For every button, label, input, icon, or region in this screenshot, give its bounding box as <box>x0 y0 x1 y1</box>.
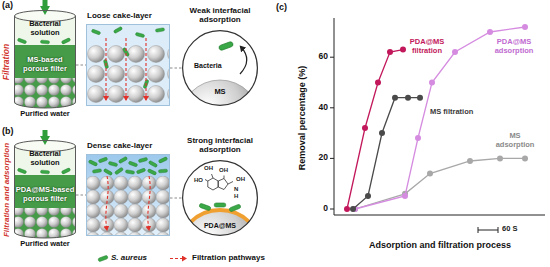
zoom-line <box>170 198 182 199</box>
zoom-line <box>170 68 182 69</box>
tick-label: 60 <box>306 52 328 62</box>
circle-title: Strong interfacial adsorption <box>172 136 268 154</box>
tick-label: 40 <box>306 103 328 113</box>
chem-group: H <box>234 193 238 200</box>
circle-title: Weak interfacial adsorption <box>172 6 268 24</box>
box-title: Loose cake-layer <box>87 11 171 20</box>
chem-group: OH <box>219 167 228 174</box>
scale-bar-label: 60 S <box>502 225 517 234</box>
outlet-label: Purified water <box>8 110 82 119</box>
series-label: PDA@MS adsorption <box>488 38 540 55</box>
solution-label: Bacterial solution <box>15 150 75 167</box>
series-label: MS filtration <box>430 108 492 117</box>
filter-cylinder: Bacterial solutionMS-based porous filter… <box>14 10 76 108</box>
legend-text: S. aureus <box>111 253 147 262</box>
filter-label: PDA@MS-based porous filter <box>15 186 75 203</box>
panel-letter: (c) <box>276 2 298 12</box>
process-label: Filtration <box>2 44 12 80</box>
panel-letter: (a) <box>2 0 24 10</box>
axis-title: Removal percentage (%) <box>297 66 307 171</box>
chem-group: HO <box>194 177 203 184</box>
series-label: MS adsorption <box>490 132 540 149</box>
particle-label: PDA@MS <box>198 222 242 230</box>
particle-label: MS <box>208 88 232 97</box>
tick-label: 20 <box>306 153 328 163</box>
chem-group: OH <box>204 165 213 172</box>
zoom-circle: Weak interfacial adsorptionBacteriaMS <box>182 30 258 106</box>
cake-layer-box: Loose cake-layer <box>86 24 170 106</box>
filter-label: MS-based porous filter <box>15 56 75 73</box>
outlet-label: Purified water <box>8 240 82 249</box>
solution-label: Bacterial solution <box>15 20 75 37</box>
zoom-line <box>76 65 86 66</box>
filter-cylinder: Bacterial solutionPDA@MS-based porous fi… <box>14 140 76 238</box>
series-label: PDA@MS filtration <box>408 38 446 55</box>
panel-letter: (b) <box>2 126 24 136</box>
zoom-line <box>76 195 86 196</box>
legend-text: Filtration pathways <box>192 253 265 262</box>
chem-group: N <box>234 186 238 193</box>
box-title: Dense cake-layer <box>87 141 171 150</box>
process-label: Filtration and adsorption <box>2 143 11 237</box>
axis-title: Adsorption and filtration process <box>330 240 550 250</box>
cake-layer-box: Dense cake-layer <box>86 154 170 236</box>
bacteria-label: Bacteria <box>194 62 230 70</box>
chem-group: OH <box>236 176 245 183</box>
tick-label: 0 <box>306 204 328 214</box>
